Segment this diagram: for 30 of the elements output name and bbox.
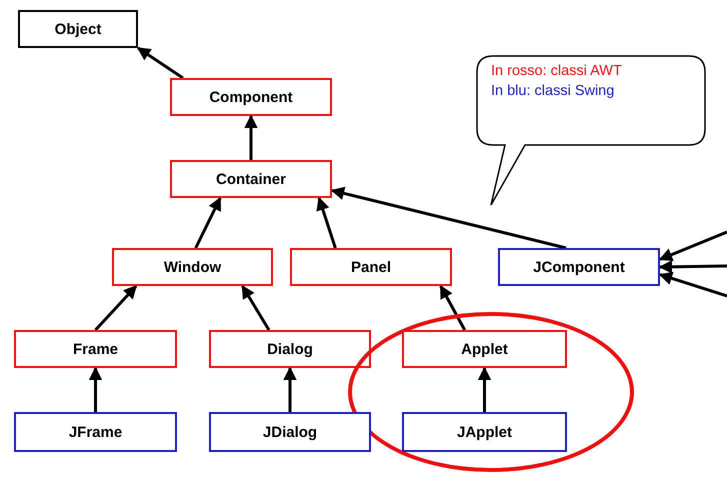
- arrow: [658, 260, 727, 274]
- class-box: JFrame: [14, 412, 177, 452]
- arrow: [439, 284, 466, 331]
- arrow: [478, 366, 492, 412]
- arrow: [94, 284, 138, 332]
- class-box: JDialog: [209, 412, 371, 452]
- class-box: Panel: [290, 248, 452, 286]
- arrow: [283, 366, 297, 412]
- class-box: Component: [170, 78, 332, 116]
- arrow: [88, 366, 102, 412]
- class-box: JComponent: [498, 248, 660, 286]
- class-box: Window: [112, 248, 273, 286]
- arrow: [316, 196, 337, 248]
- speech-bubble: [475, 55, 707, 207]
- legend-note: In rosso: classi AWT: [491, 63, 622, 79]
- arrow: [241, 284, 270, 331]
- arrow: [658, 272, 727, 298]
- class-box: Applet: [402, 330, 567, 368]
- arrow: [244, 114, 258, 160]
- arrow: [658, 230, 727, 262]
- legend-note: In blu: classi Swing: [491, 83, 614, 99]
- highlight-ellipse: [348, 312, 634, 472]
- arrow: [330, 186, 566, 250]
- class-box: Dialog: [209, 330, 371, 368]
- class-box: JApplet: [402, 412, 567, 452]
- arrow: [194, 196, 222, 249]
- class-box: Container: [170, 160, 332, 198]
- arrow: [136, 46, 184, 80]
- class-box: Frame: [14, 330, 177, 368]
- class-box: Object: [18, 10, 138, 48]
